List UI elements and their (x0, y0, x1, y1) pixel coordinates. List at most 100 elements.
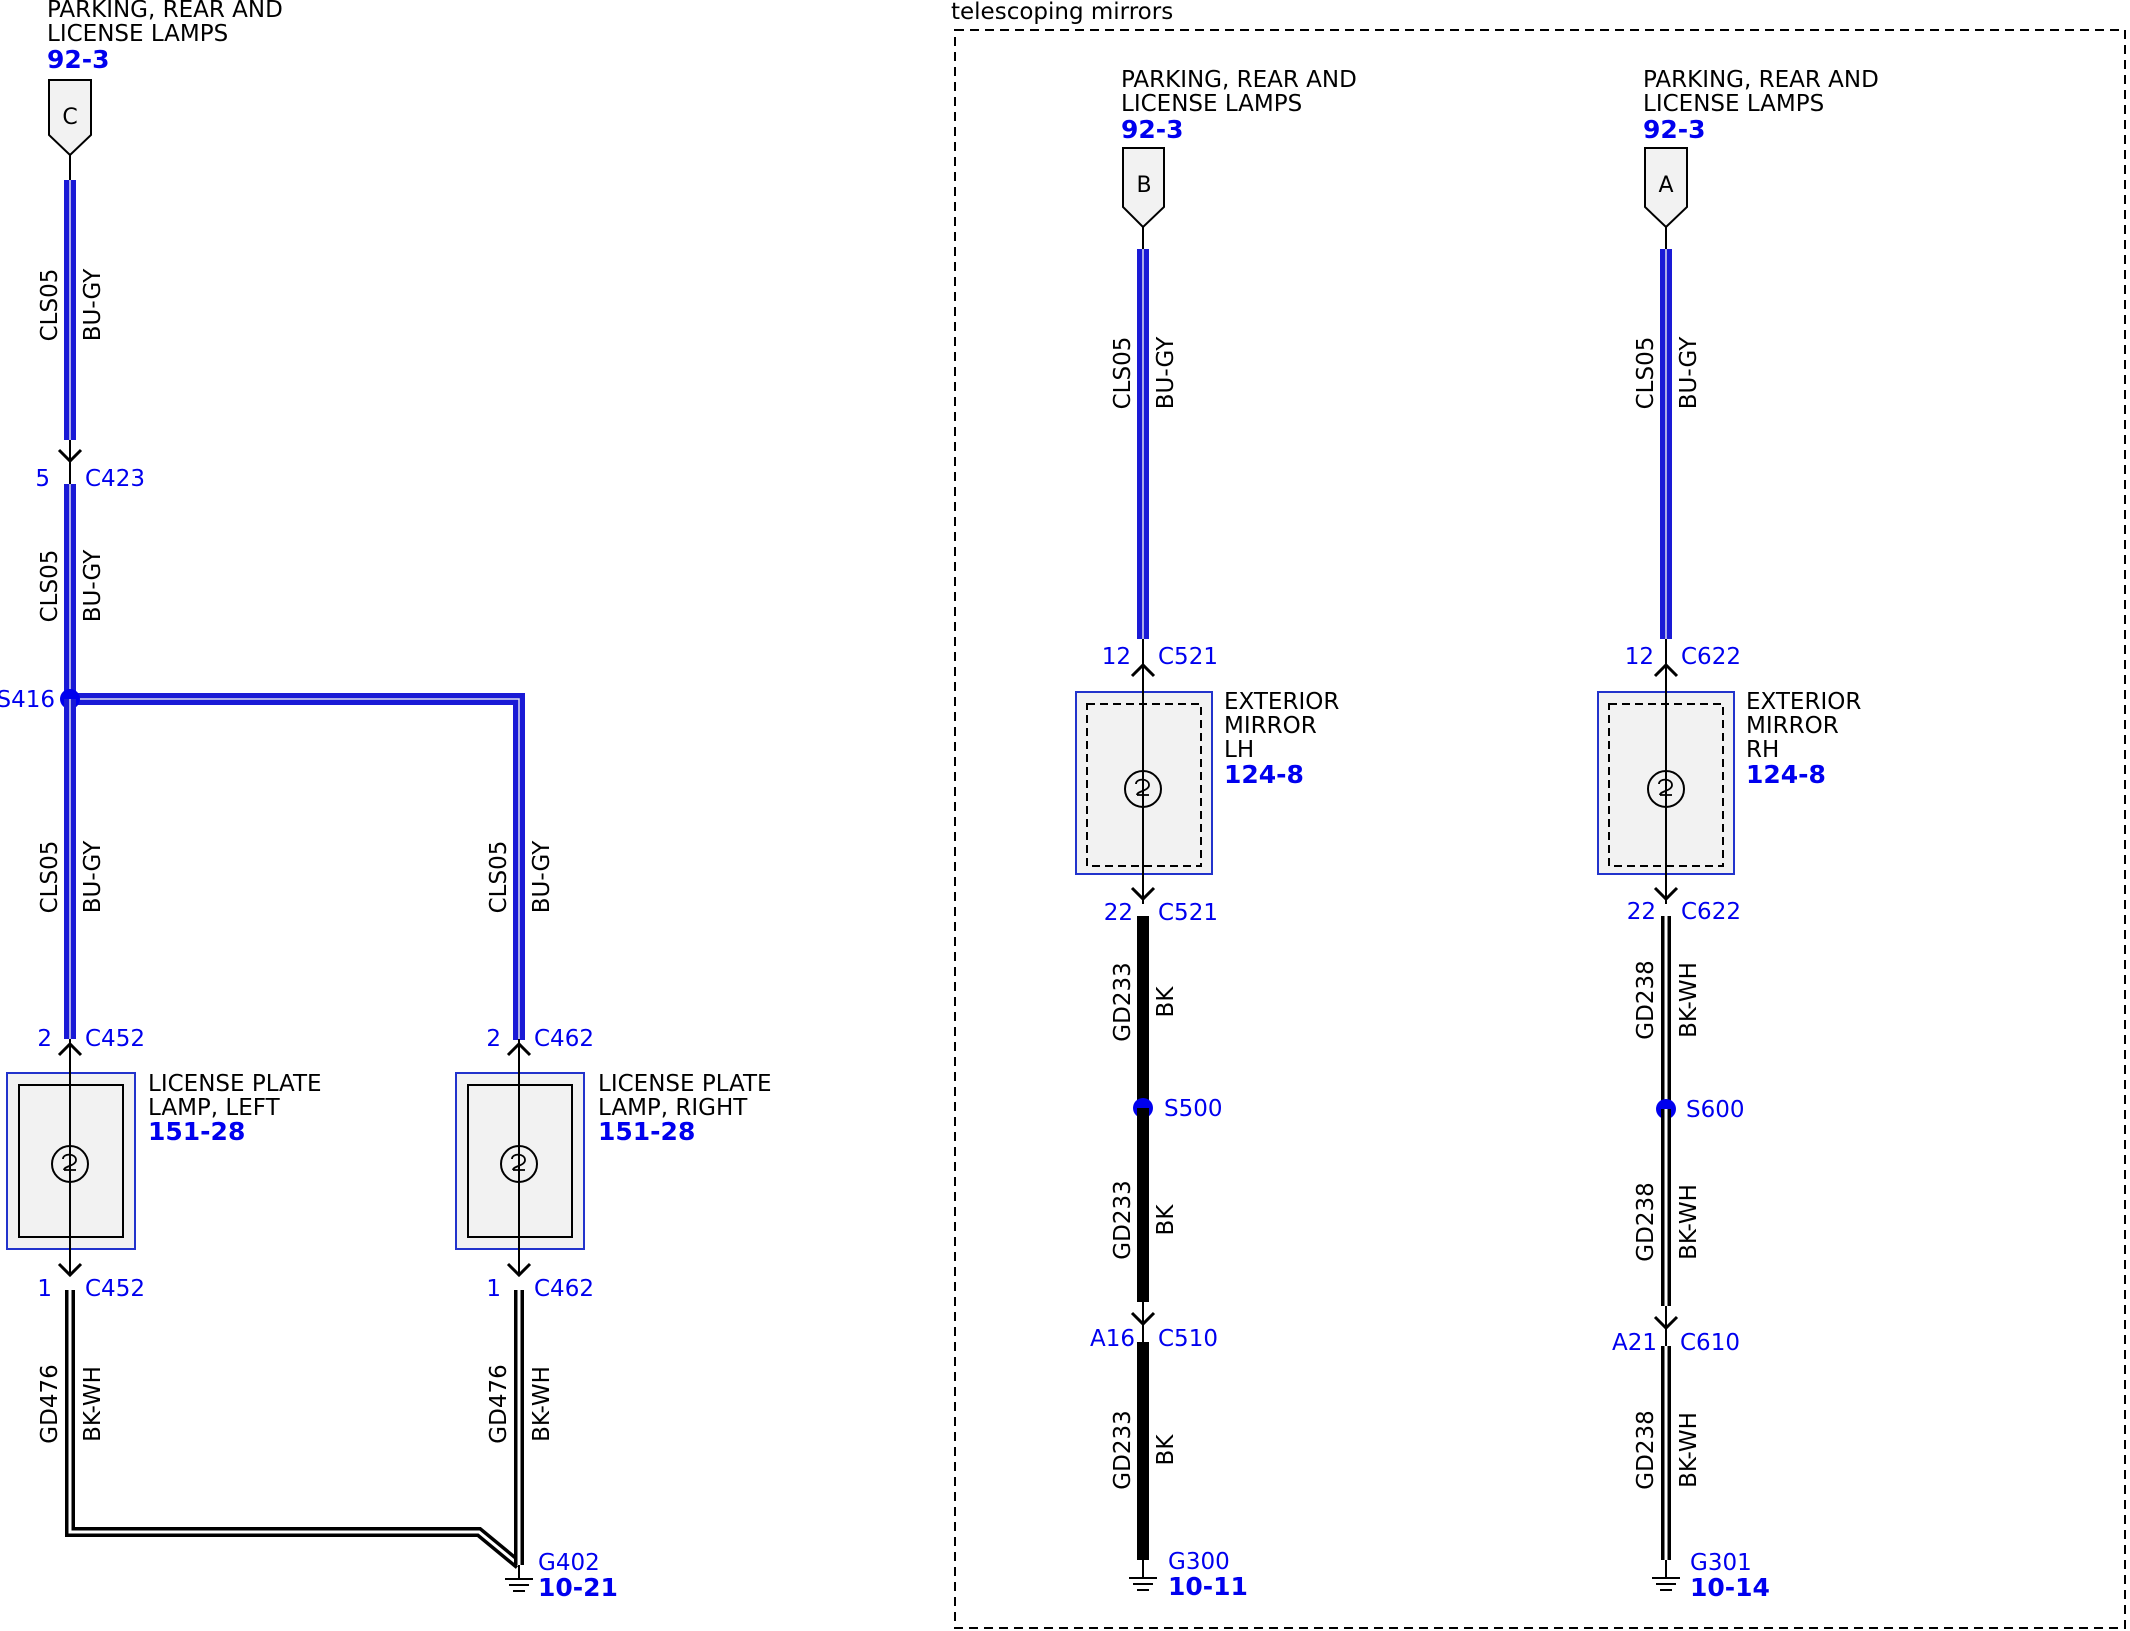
splice-label: S416 (0, 687, 55, 713)
source-ref: 92-3 (1643, 115, 1706, 144)
telescoping-mirrors-region (954, 29, 2126, 1629)
component-ref: 151-28 (148, 1117, 245, 1146)
component-label-line1: LICENSE PLATE (598, 1071, 772, 1097)
license-plate-lamp-left: LICENSE PLATE LAMP, LEFT 151-28 (6, 1070, 322, 1275)
connector-c622-bottom: 22 C622 (1627, 886, 1741, 925)
wire-circuit-label: CLS05 (1633, 337, 1659, 410)
connector-name: C521 (1158, 644, 1218, 670)
exterior-mirror-lh: EXTERIOR MIRROR LH 124-8 (1075, 689, 1339, 904)
connector-pin: 5 (35, 466, 50, 492)
wire-circuit-label: GD233 (1110, 962, 1136, 1041)
wire-color-label: BK (1153, 1204, 1179, 1236)
source-title-line2: LICENSE LAMPS (1643, 91, 1824, 117)
wire-circuit-label: CLS05 (37, 550, 63, 623)
connector-pin: 1 (486, 1276, 501, 1302)
connector-pin: 1 (37, 1276, 52, 1302)
wire-cls05-mirror-rh: CLS05 BU-GY (1633, 249, 1702, 639)
splice-label: S600 (1686, 1097, 1745, 1123)
connector-c610: A21 C610 (1612, 1306, 1740, 1356)
ground-ref: 10-11 (1168, 1572, 1248, 1601)
connector-name: C622 (1681, 899, 1741, 925)
wire-circuit-label: GD233 (1110, 1410, 1136, 1489)
source-cavity-label: B (1136, 173, 1151, 198)
component-label-line2: MIRROR (1746, 713, 1839, 739)
wire-gd238-segment-1: GD238 BK-WH (1633, 916, 1702, 1108)
component-ref: 124-8 (1224, 760, 1304, 789)
wire-color-label: BU-GY (529, 840, 555, 913)
ground-g301: G301 10-14 (1652, 1550, 1770, 1602)
wire-cls05-segment-4: CLS05 BU-GY (486, 840, 555, 914)
connector-name: C622 (1681, 644, 1741, 670)
wire-circuit-label: GD476 (37, 1364, 63, 1443)
wire-cls05-segment-3: CLS05 BU-GY (37, 699, 106, 1039)
wire-gd238-segment-3: GD238 BK-WH (1633, 1346, 1702, 1560)
connector-c452-top: 2 C452 (37, 1026, 145, 1070)
wire-circuit-label: GD476 (486, 1364, 512, 1443)
connector-pin: 2 (37, 1026, 52, 1052)
connector-name: C462 (534, 1026, 594, 1052)
wire-color-label: BK-WH (1676, 1184, 1702, 1260)
component-label-line2: LAMP, RIGHT (598, 1095, 748, 1121)
wire-color-label: BU-GY (1676, 336, 1702, 409)
wire-gd476-ground-run: GD476 BK-WH GD476 BK-WH (37, 1290, 555, 1569)
ground-name: G402 (538, 1550, 600, 1576)
source-title-line1: PARKING, REAR AND (1121, 67, 1357, 93)
wire-color-label: BU-GY (80, 840, 106, 913)
wire-circuit-label: CLS05 (486, 841, 512, 914)
component-label-line1: LICENSE PLATE (148, 1071, 322, 1097)
wire-color-label: BK-WH (529, 1366, 555, 1442)
wire-cls05-segment-1: CLS05 BU-GY (37, 180, 106, 440)
source-cavity-label: A (1658, 173, 1673, 198)
source-title-line1: PARKING, REAR AND (47, 0, 283, 23)
ground-ref: 10-14 (1690, 1573, 1770, 1602)
source-connector-b: PARKING, REAR AND LICENSE LAMPS 92-3 B (1121, 67, 1357, 249)
component-label-line3: LH (1224, 737, 1254, 763)
component-label-line3: RH (1746, 737, 1779, 763)
connector-name: C423 (85, 466, 145, 492)
connector-name: C521 (1158, 900, 1218, 926)
wire-gd238-segment-2: GD238 BK-WH (1633, 1109, 1702, 1306)
wire-color-label: BK-WH (1676, 962, 1702, 1038)
connector-name: C452 (85, 1276, 145, 1302)
connector-c622-top: 12 C622 (1625, 639, 1741, 690)
wire-circuit-label: GD238 (1633, 1182, 1659, 1261)
connector-pin: 2 (486, 1026, 501, 1052)
component-label-line1: EXTERIOR (1746, 689, 1861, 715)
connector-pin: 22 (1627, 899, 1656, 925)
wire-cls05-mirror-lh: CLS05 BU-GY (1110, 249, 1179, 639)
source-title-line2: LICENSE LAMPS (47, 21, 228, 47)
source-connector-a: PARKING, REAR AND LICENSE LAMPS 92-3 A (1643, 67, 1879, 249)
connector-name: C462 (534, 1276, 594, 1302)
wire-circuit-label: GD238 (1633, 1410, 1659, 1489)
wire-cls05-segment-2: CLS05 BU-GY (37, 484, 106, 699)
component-ref: 124-8 (1746, 760, 1826, 789)
ground-name: G301 (1690, 1550, 1752, 1576)
splice-label: S500 (1164, 1096, 1223, 1122)
connector-name: C452 (85, 1026, 145, 1052)
wire-circuit-label: GD238 (1633, 960, 1659, 1039)
connector-c510: A16 C510 (1090, 1302, 1218, 1352)
connector-pin: 22 (1104, 900, 1133, 926)
connector-c521-top: 12 C521 (1102, 639, 1218, 690)
wire-gd233-segment-3: GD233 BK (1110, 1342, 1179, 1560)
exterior-mirror-rh: EXTERIOR MIRROR RH 124-8 (1597, 689, 1861, 904)
source-cavity-label: C (62, 105, 77, 130)
connector-pin: A21 (1612, 1330, 1657, 1356)
wire-color-label: BU-GY (80, 268, 106, 341)
ground-g402: G402 10-21 (505, 1550, 618, 1602)
connector-pin: A16 (1090, 1326, 1135, 1352)
source-ref: 92-3 (47, 45, 110, 74)
component-label-line2: MIRROR (1224, 713, 1317, 739)
connector-c462-top: 2 C462 (486, 1026, 594, 1070)
connector-name: C510 (1158, 1326, 1218, 1352)
connector-c452-bottom: 1 C452 (37, 1262, 145, 1302)
wire-color-label: BU-GY (1153, 336, 1179, 409)
source-title-line2: LICENSE LAMPS (1121, 91, 1302, 117)
source-ref: 92-3 (1121, 115, 1184, 144)
ground-name: G300 (1168, 1549, 1230, 1575)
wire-circuit-label: CLS05 (1110, 337, 1136, 410)
wire-circuit-label: CLS05 (37, 269, 63, 342)
connector-c462-bottom: 1 C462 (486, 1262, 594, 1302)
wire-color-label: BK (1153, 1434, 1179, 1466)
connector-c521-bottom: 22 C521 (1104, 886, 1218, 926)
